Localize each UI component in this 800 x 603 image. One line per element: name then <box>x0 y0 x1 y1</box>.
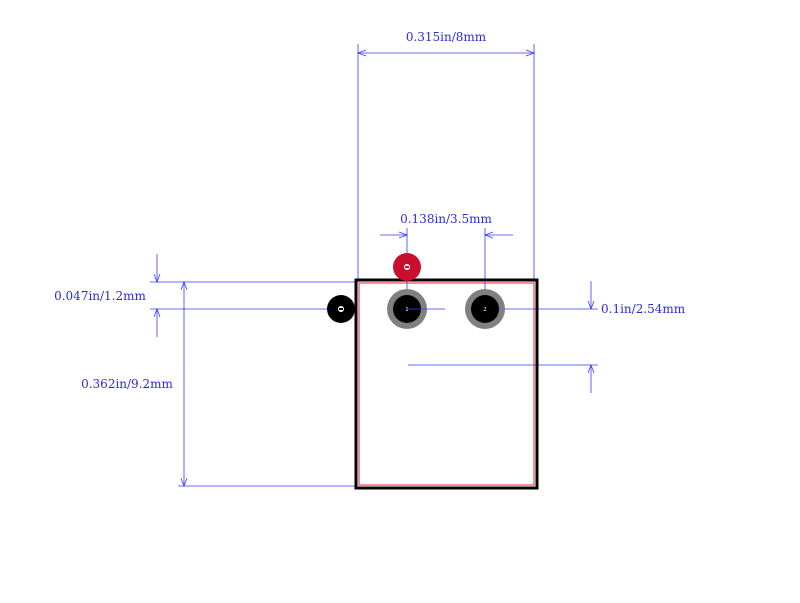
dimension-width-label: 0.315in/8mm <box>406 30 487 44</box>
dimension-width: 0.315in/8mm <box>356 30 536 282</box>
dimension-top-offset: 0.047in/1.2mm <box>54 254 358 337</box>
dimension-row-offset-label: 0.1in/2.54mm <box>601 302 686 316</box>
dimension-pitch: 0.138in/3.5mm <box>380 212 513 309</box>
pad-2[interactable]: 2 <box>465 289 505 329</box>
pin1-indicator <box>327 295 355 323</box>
package-outline <box>354 278 539 490</box>
dimension-row-offset: 0.1in/2.54mm <box>408 281 686 393</box>
orientation-marker <box>393 253 421 281</box>
pad-1-label: 1 <box>405 307 408 313</box>
courtyard-outline <box>358 282 535 486</box>
dimension-height: 0.362in/9.2mm <box>81 280 356 488</box>
pad-2-label: 2 <box>483 307 486 313</box>
dimension-height-label: 0.362in/9.2mm <box>81 377 173 391</box>
dimension-pitch-label: 0.138in/3.5mm <box>400 212 492 226</box>
dimension-top-offset-label: 0.047in/1.2mm <box>54 289 146 303</box>
